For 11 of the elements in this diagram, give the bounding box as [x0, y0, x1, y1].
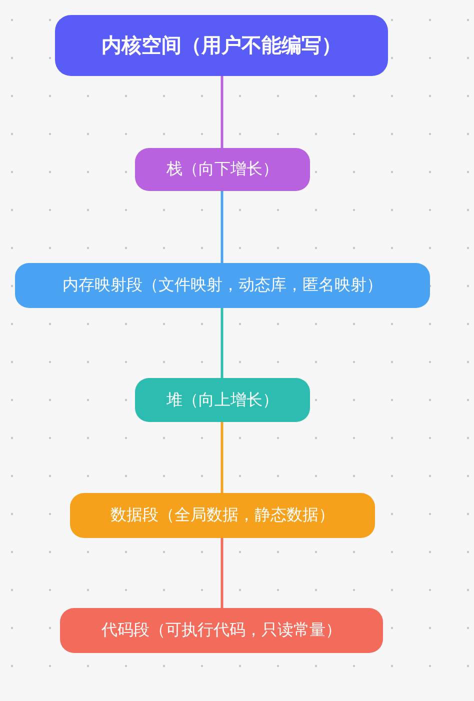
memory-segment-box: 代码段（可执行代码，只读常量） [60, 608, 383, 653]
connector-line [220, 191, 224, 263]
connector-line [220, 422, 224, 493]
memory-segment-box: 栈（向下增长） [135, 148, 310, 191]
memory-segment-box: 数据段（全局数据，静态数据） [70, 493, 375, 538]
connector-line [220, 308, 224, 378]
connector-line [220, 76, 224, 148]
memory-segment-box: 堆（向上增长） [135, 378, 310, 422]
memory-segment-box: 内核空间（用户不能编写） [55, 15, 388, 76]
memory-segment-box: 内存映射段（文件映射，动态库，匿名映射） [15, 263, 430, 308]
connector-line [220, 538, 224, 608]
